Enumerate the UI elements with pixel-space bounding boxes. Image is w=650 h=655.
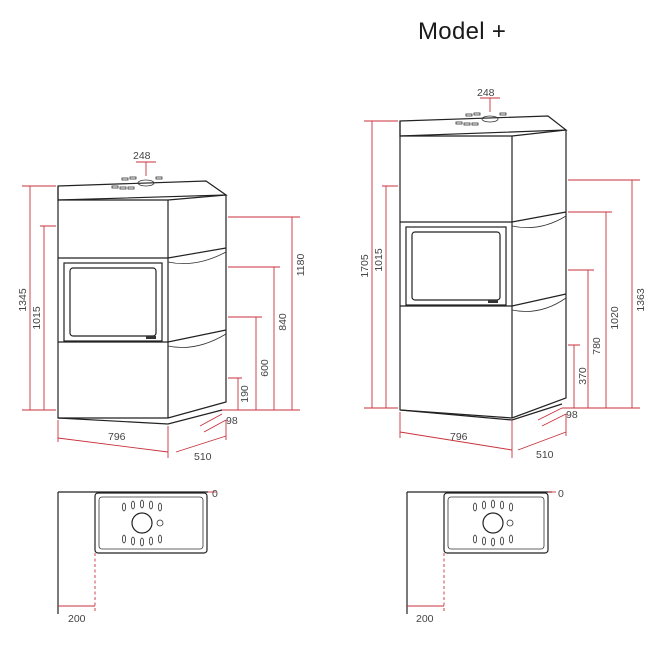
left-dim-248: 248	[133, 150, 151, 162]
right-dim-780: 780	[591, 337, 603, 355]
right-plan-flue-icon	[482, 512, 504, 534]
left-plan-view: 0 200	[57, 488, 218, 625]
left-dim-796: 796	[108, 431, 126, 443]
right-top-vents-icon	[455, 112, 507, 126]
left-plan-dim-200: 200	[68, 613, 86, 625]
left-dim-600: 600	[259, 359, 271, 377]
right-stove-elevation: 248 1705 1015 1363 1020 780 370 98 796 5…	[359, 87, 647, 461]
left-dim-98: 98	[226, 415, 238, 427]
right-dim-1020: 1020	[609, 306, 621, 330]
right-door-frame	[405, 226, 507, 306]
right-dim-1705: 1705	[359, 254, 371, 278]
left-plan-body	[94, 492, 208, 554]
left-door-handle	[146, 336, 156, 339]
right-plan-vents-icon	[472, 499, 513, 547]
right-plan-dim-0: 0	[558, 488, 564, 500]
right-dim-370: 370	[577, 367, 589, 385]
right-joint-lower	[400, 293, 567, 307]
left-base	[57, 409, 223, 425]
right-dim-248: 248	[477, 87, 495, 99]
right-body-outline	[399, 121, 567, 419]
right-plan-body	[443, 492, 549, 554]
right-joint-upper	[400, 211, 567, 223]
left-top-vents-icon	[111, 176, 163, 190]
left-dim-190: 190	[239, 385, 251, 403]
right-door-glass	[411, 231, 501, 301]
right-dim-796: 796	[450, 431, 468, 443]
left-dim-1345: 1345	[17, 288, 29, 312]
right-dim-1015: 1015	[373, 248, 385, 272]
right-dim-510: 510	[536, 449, 554, 461]
diagram-title: Model +	[418, 18, 507, 45]
left-door-frame	[63, 262, 163, 342]
right-dim-98: 98	[566, 409, 578, 421]
left-dim-840: 840	[277, 313, 289, 331]
left-plan-dim-0: 0	[212, 488, 218, 500]
right-plan-dim-200: 200	[416, 613, 434, 625]
left-plan-flue-icon	[131, 512, 153, 534]
left-dim-510: 510	[194, 451, 212, 463]
left-plan-vents-icon	[122, 499, 162, 547]
left-dim-1180: 1180	[295, 254, 307, 277]
left-body-outline	[57, 186, 227, 419]
right-door-handle	[488, 300, 498, 303]
left-joint-upper	[58, 247, 227, 259]
right-dim-1363: 1363	[635, 288, 647, 312]
right-plan-view: 0 200	[406, 488, 564, 625]
left-joint-lower	[58, 329, 227, 343]
left-dim-1015: 1015	[31, 306, 43, 330]
left-door-glass	[69, 267, 157, 337]
right-base	[399, 403, 563, 421]
left-stove-elevation: 248 1345 1015 1180 840 600 190 98 796	[17, 150, 307, 463]
